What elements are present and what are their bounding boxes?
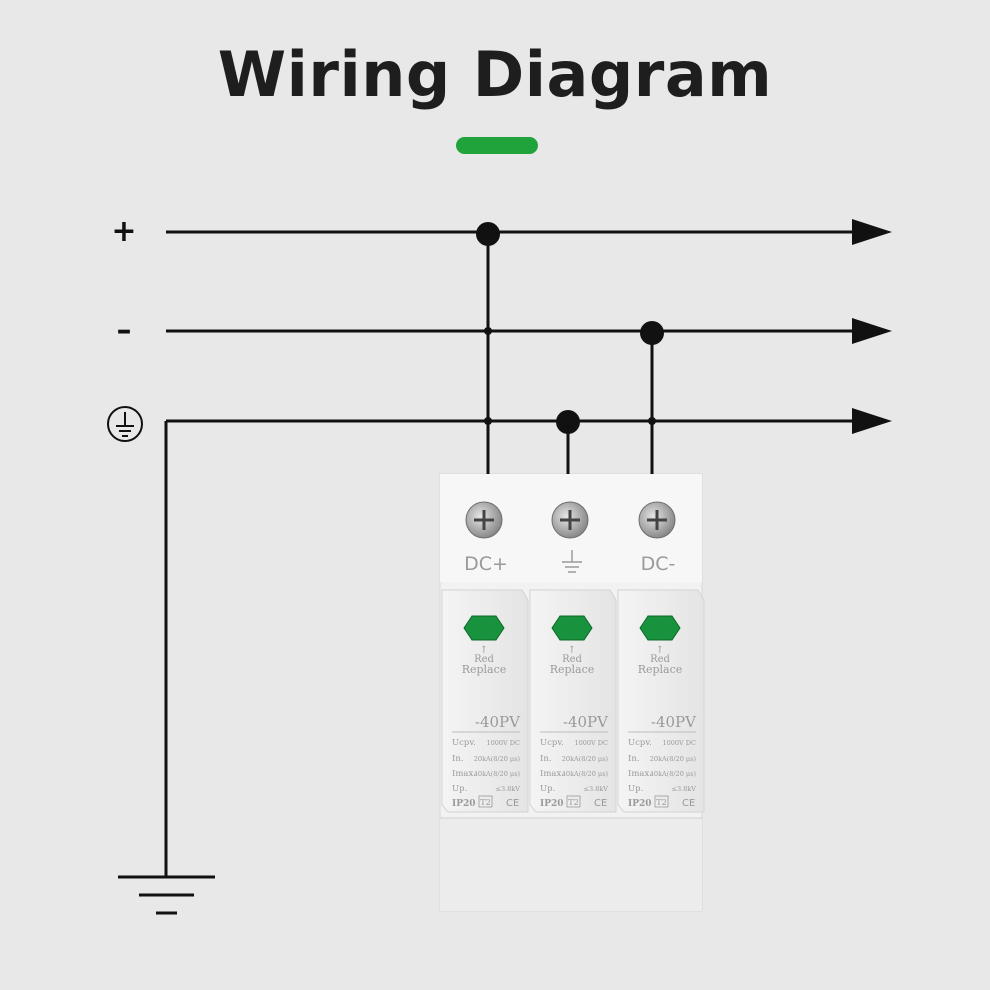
svg-text:IP20: IP20 (628, 799, 652, 809)
svg-text:↑: ↑ (656, 645, 664, 656)
junction-dot (476, 222, 500, 246)
svg-text:Red: Red (650, 654, 670, 665)
svg-text:≤3.8kV: ≤3.8kV (584, 785, 609, 793)
svg-text:Imax.: Imax. (452, 769, 476, 779)
svg-text:Replace: Replace (550, 663, 595, 676)
ce-mark: CE (506, 798, 519, 809)
svg-text:1000V DC: 1000V DC (575, 739, 609, 747)
svg-text:40kA(8/20 μs): 40kA(8/20 μs) (474, 770, 521, 778)
svg-text:Red: Red (562, 654, 582, 665)
arrow-right-icon (852, 408, 892, 434)
protection-module-3: ↑ Red Replace -40PV Ucpv. 1000V DC In. 2… (617, 589, 705, 813)
svg-text:1000V DC: 1000V DC (663, 739, 697, 747)
svg-text:≤3.8kV: ≤3.8kV (672, 785, 697, 793)
svg-text:Ucpv.: Ucpv. (540, 738, 564, 748)
svg-text:≤3.8kV: ≤3.8kV (496, 785, 521, 793)
crossing-dot (484, 417, 492, 425)
svg-text:T2: T2 (656, 798, 666, 807)
model-label: -40PV (475, 713, 521, 731)
svg-text:↑: ↑ (568, 645, 576, 656)
svg-text:20kA(8/20 μs): 20kA(8/20 μs) (650, 755, 697, 763)
title-accent-bar (456, 137, 538, 154)
protection-module-2: ↑ Red Replace -40PV Ucpv. 1000V DC In. 2… (529, 589, 617, 813)
svg-text:In.: In. (452, 754, 464, 764)
terminal-label-dc-minus: DC- (641, 553, 676, 575)
ground-symbol-icon (107, 406, 143, 442)
arrow-right-icon (852, 318, 892, 344)
terminal-label-dc-plus: DC+ (464, 553, 508, 575)
svg-text:Ucpv.: Ucpv. (628, 738, 652, 748)
protection-module-1: ↑ Red Replace -40PV Ucpv. 1000V DC In. 2… (441, 589, 529, 813)
model-label: -40PV (651, 713, 697, 731)
crossing-dot (648, 417, 656, 425)
status-indicator-window (639, 615, 681, 641)
svg-text:Replace: Replace (638, 663, 683, 676)
svg-text:In.: In. (628, 754, 640, 764)
status-indicator-window (463, 615, 505, 641)
screw-terminal-icon (638, 501, 676, 539)
junction-dot (640, 321, 664, 345)
svg-text:Imax.: Imax. (540, 769, 564, 779)
svg-text:20kA(8/20 μs): 20kA(8/20 μs) (474, 755, 521, 763)
svg-text:40kA(8/20 μs): 40kA(8/20 μs) (650, 770, 697, 778)
earth-ground-icon (118, 875, 215, 915)
svg-text:Up.: Up. (452, 784, 467, 794)
crossing-dot (484, 327, 492, 335)
svg-text:40kA(8/20 μs): 40kA(8/20 μs) (562, 770, 609, 778)
svg-text:Up.: Up. (628, 784, 643, 794)
junction-dot (556, 410, 580, 434)
svg-text:↑: ↑ (480, 645, 488, 656)
svg-text:1000V DC: 1000V DC (487, 739, 521, 747)
svg-text:Replace: Replace (462, 663, 507, 676)
svg-text:T2: T2 (568, 798, 578, 807)
svg-text:IP20: IP20 (540, 799, 564, 809)
svg-text:In.: In. (540, 754, 552, 764)
svg-text:Ucpv.: Ucpv. (452, 738, 476, 748)
terminal-ground-icon (562, 550, 582, 573)
plus-label: + (111, 214, 136, 249)
status-indicator-window (551, 615, 593, 641)
screw-terminal-icon (551, 501, 589, 539)
ce-mark: CE (594, 798, 607, 809)
svg-text:Imax.: Imax. (628, 769, 652, 779)
svg-text:Red: Red (474, 654, 494, 665)
screw-terminal-icon (465, 501, 503, 539)
svg-text:20kA(8/20 μs): 20kA(8/20 μs) (562, 755, 609, 763)
page-title: Wiring Diagram (217, 38, 773, 111)
ce-mark: CE (682, 798, 695, 809)
svg-text:T2: T2 (480, 798, 490, 807)
model-label: -40PV (563, 713, 609, 731)
svg-text:IP20: IP20 (452, 799, 476, 809)
svg-text:Up.: Up. (540, 784, 555, 794)
minus-label: – (117, 313, 132, 348)
arrow-right-icon (852, 219, 892, 245)
